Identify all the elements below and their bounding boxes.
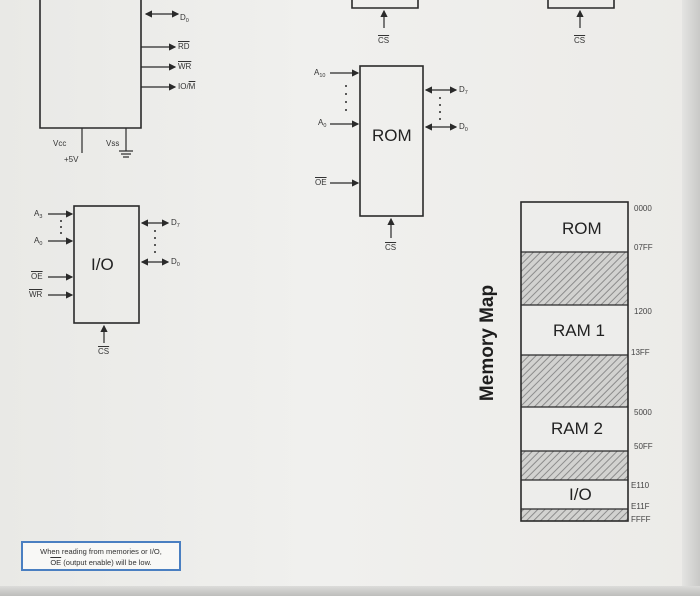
cpu-d0-label: D0 <box>180 13 189 24</box>
io-d0-label: D0 <box>171 257 180 268</box>
top-chip-left <box>351 0 419 28</box>
rom-chip <box>330 65 458 238</box>
rom-cs-label: CS <box>385 243 397 252</box>
io-oe-label: OE <box>31 272 43 281</box>
rom-d7-label: D7 <box>459 85 468 96</box>
io-a3-label: A3 <box>34 209 43 220</box>
addr-ffff: FFFF <box>631 515 651 524</box>
note-line-1: When reading from memories or I/O, <box>40 547 162 556</box>
io-cs-label: CS <box>98 347 110 356</box>
right-edge-shadow <box>682 0 700 596</box>
addr-1200: 1200 <box>634 307 652 316</box>
cpu-block <box>39 0 180 158</box>
memmap-region-ram2: RAM 2 <box>551 419 603 438</box>
io-chip-label: I/O <box>91 255 114 274</box>
cpu-plus5v-label: +5V <box>64 155 79 164</box>
addr-e110: E110 <box>631 481 650 490</box>
io-wr-label: WR <box>29 290 43 299</box>
cpu-vcc-label: Vcc <box>53 139 67 148</box>
io-a0-label: A0 <box>34 236 43 247</box>
memmap-region-rom: ROM <box>562 219 602 238</box>
rom-chip-label: ROM <box>372 126 412 145</box>
memory-map-column <box>520 201 629 522</box>
memmap-region-ram1: RAM 1 <box>553 321 605 340</box>
addr-0000: 0000 <box>634 204 652 213</box>
note-line-2: OE (output enable) will be low. <box>50 558 152 567</box>
rom-a10-label: A10 <box>314 68 326 79</box>
cpu-rd-label: RD <box>178 42 190 51</box>
rom-a0-label: A0 <box>318 118 327 129</box>
addr-13ff: 13FF <box>631 348 650 357</box>
top-chip-right <box>547 0 615 28</box>
addr-5000: 5000 <box>634 408 652 417</box>
addr-07ff: 07FF <box>634 243 653 252</box>
io-chip <box>48 205 170 343</box>
cpu-iom-label: IO/M <box>178 82 196 91</box>
addr-50ff: 50FF <box>634 442 653 451</box>
cpu-vss-label: Vss <box>106 139 120 148</box>
top-right-cs-label: CS <box>574 36 586 45</box>
memory-map-title: Memory Map <box>477 284 498 402</box>
cpu-wr-label: WR <box>178 62 192 71</box>
top-left-cs-label: CS <box>378 36 390 45</box>
note-box: When reading from memories or I/O, OE (o… <box>21 541 181 571</box>
io-d7-label: D7 <box>171 218 180 229</box>
rom-d0-label: D0 <box>459 122 468 133</box>
rom-oe-label: OE <box>315 178 327 187</box>
addr-e11f: E11F <box>631 502 650 511</box>
memmap-region-io: I/O <box>569 485 592 504</box>
bottom-edge-shadow <box>0 586 700 596</box>
